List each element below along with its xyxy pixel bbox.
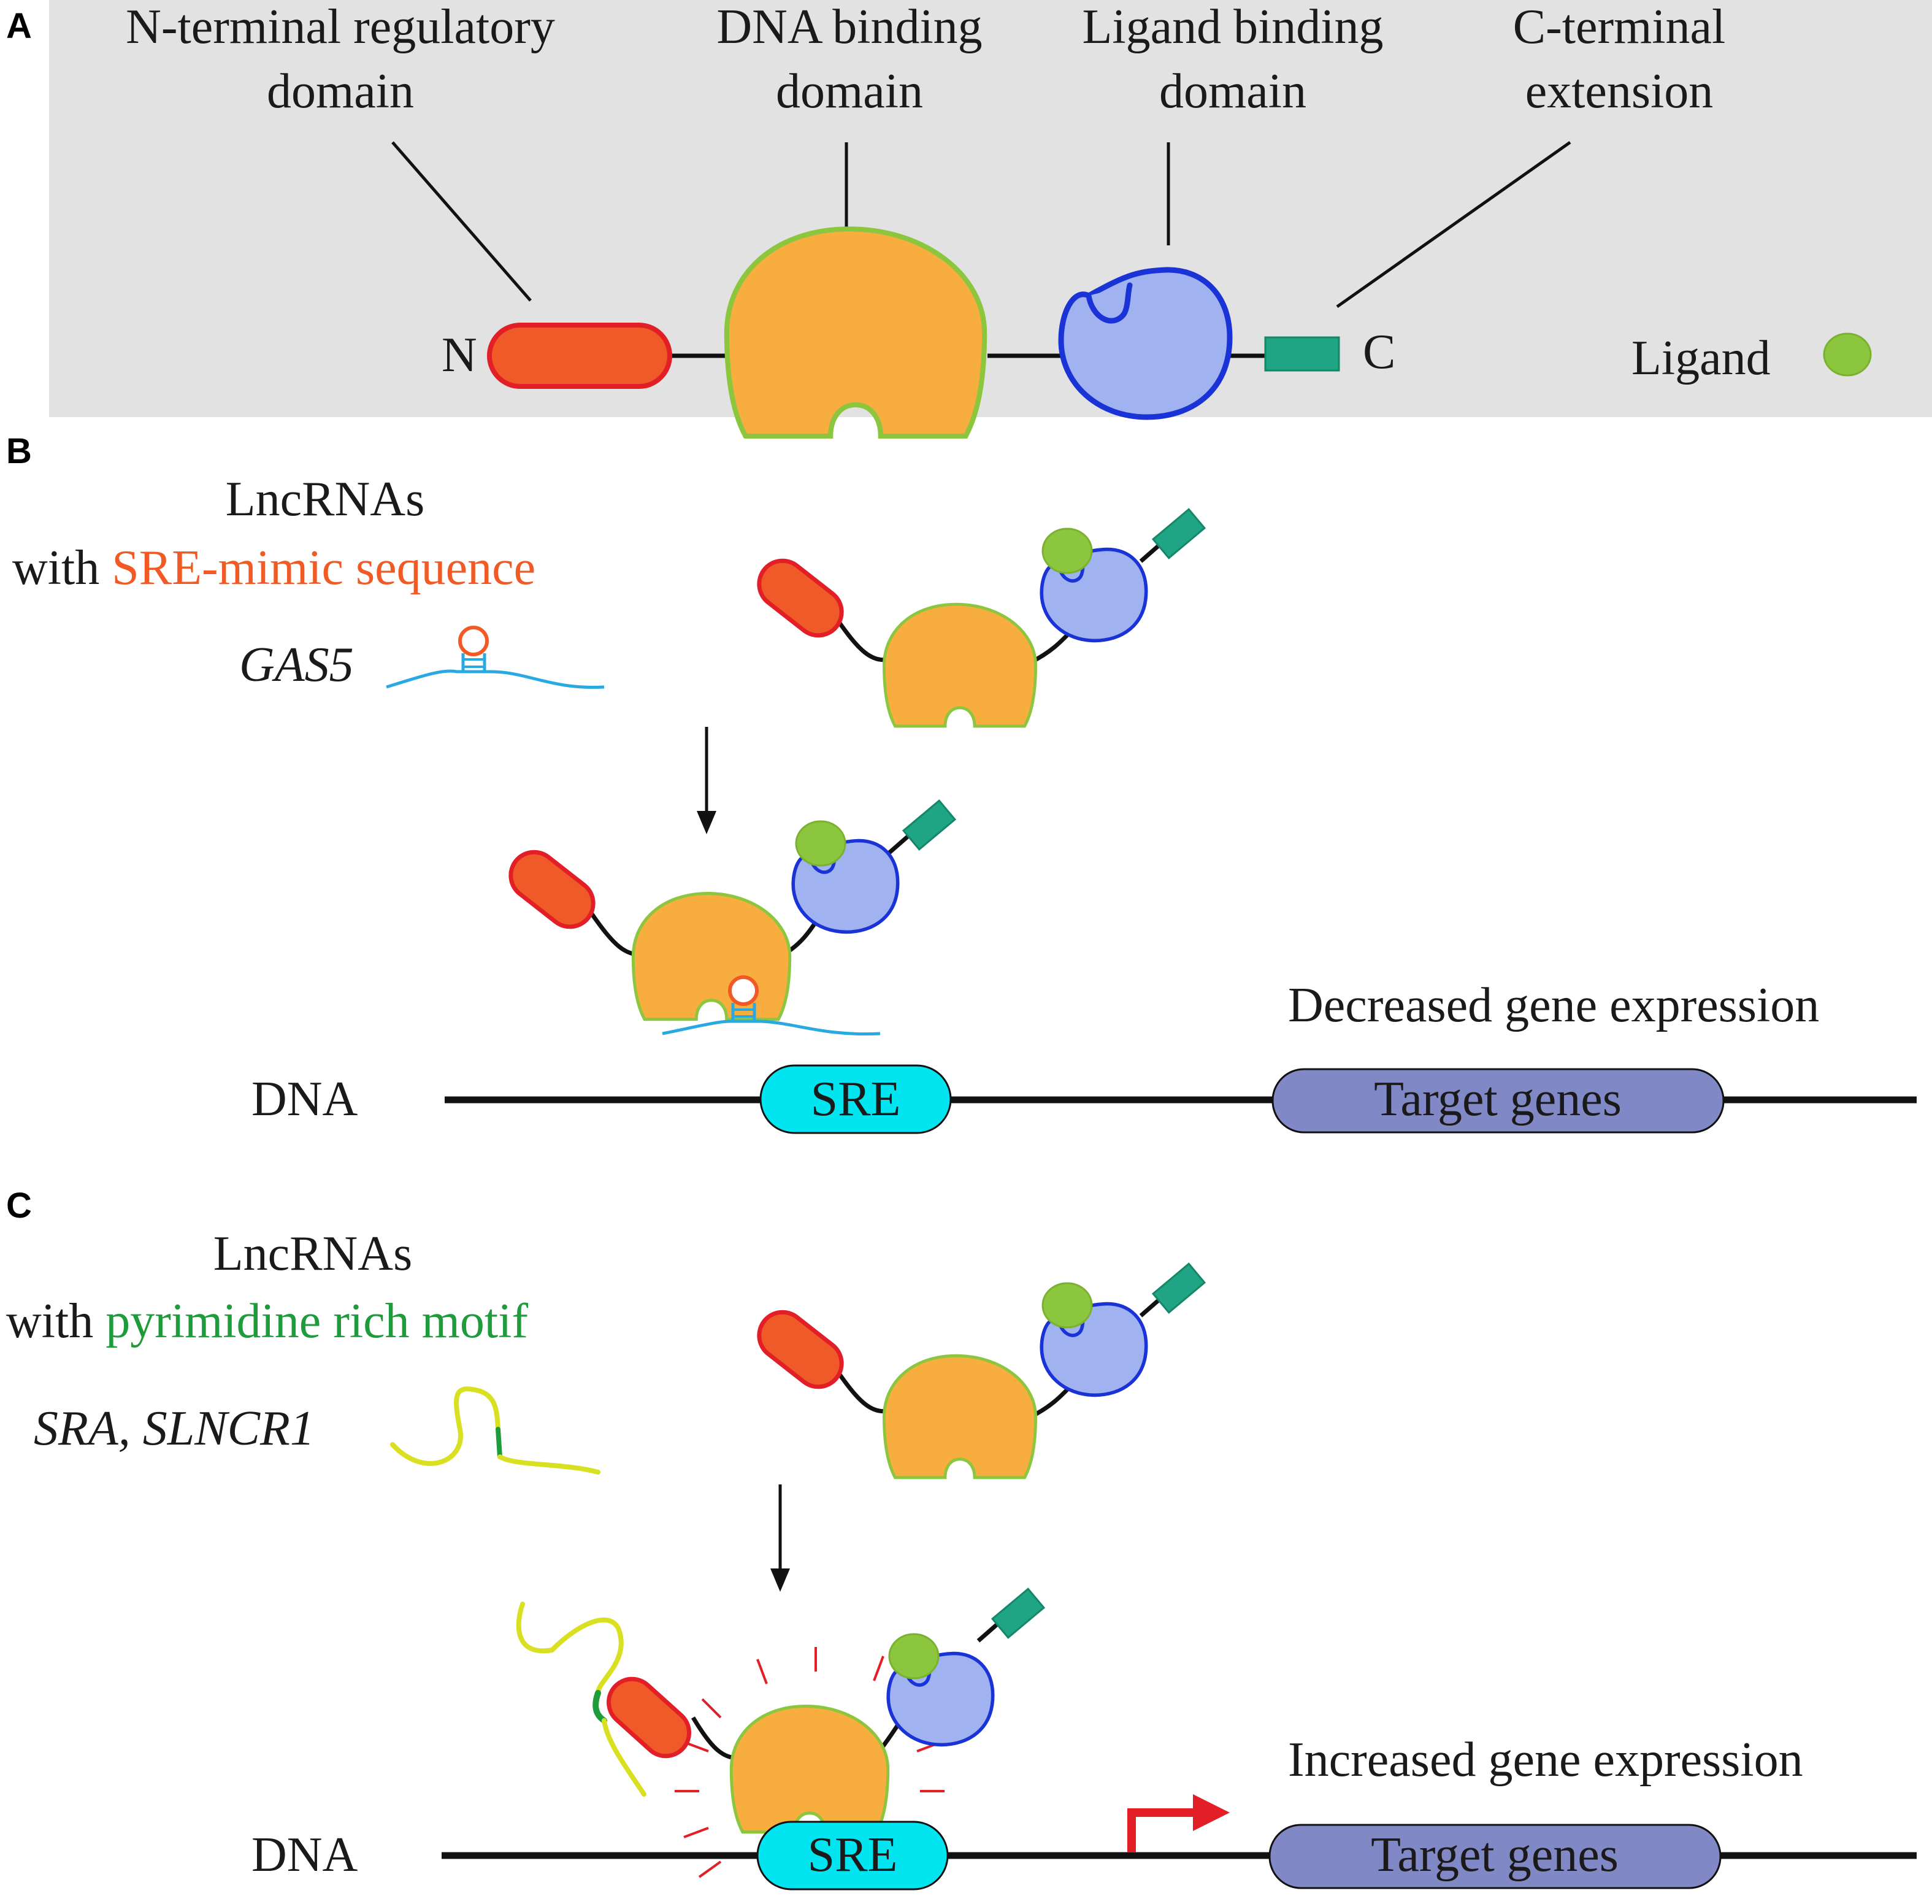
sre-label-c: SRE — [808, 1828, 898, 1882]
increased-expression-label: Increased gene expression — [1288, 1733, 1803, 1787]
panel-b-label: B — [6, 431, 32, 471]
panel-b-title-line2: with SRE-mimic sequence — [12, 541, 535, 595]
sre-mimic-sequence-text: SRE-mimic sequence — [112, 541, 535, 595]
sra-slncr1-gene-label: SRA, SLNCR1 — [34, 1402, 315, 1456]
target-genes-label-b: Target genes — [1374, 1072, 1622, 1126]
transcription-arrow-head — [1193, 1794, 1230, 1831]
cte-leader-line — [1336, 140, 1571, 309]
receptor-c-free — [757, 1262, 1206, 1478]
target-genes-box-b — [1271, 1068, 1725, 1134]
transcription-start-arrow — [1127, 1808, 1199, 1852]
ntd-label-line2: domain — [267, 64, 414, 118]
pyrimidine-rich-motif-text: pyrimidine rich motif — [105, 1294, 528, 1348]
arrow-c — [770, 1484, 790, 1592]
panel-c-title-prefix: with — [6, 1294, 105, 1348]
cte-label-line1: C-terminal — [1513, 0, 1726, 54]
receptor-b-free — [757, 508, 1206, 726]
panel-b-title-prefix: with — [12, 541, 112, 595]
dbd-label-line1: DNA binding — [716, 0, 982, 54]
sre-box-b — [759, 1064, 952, 1134]
gas5-rna-icon — [386, 626, 605, 689]
n-terminus-label: N — [442, 328, 477, 382]
dbd-label-line2: domain — [776, 64, 923, 118]
ligand-legend-icon — [1823, 332, 1872, 377]
lbd-label-line2: domain — [1159, 64, 1306, 118]
c-terminal-extension — [1264, 336, 1340, 372]
arrow-b — [697, 727, 716, 834]
cte-label-line2: extension — [1525, 64, 1714, 118]
dna-label-c: DNA — [251, 1828, 358, 1882]
c-terminus-label: C — [1363, 325, 1395, 379]
panel-c-title-line1: LncRNAs — [213, 1227, 412, 1281]
ntd-leader-line — [391, 141, 532, 302]
lbd-label-line1: Ligand binding — [1082, 0, 1383, 54]
panel-b-title-line1: LncRNAs — [226, 472, 424, 526]
sre-label-b: SRE — [811, 1072, 901, 1126]
target-genes-label-c: Target genes — [1371, 1828, 1619, 1882]
ntd-domain — [487, 323, 672, 389]
ntd-label-line1: N-terminal regulatory — [126, 0, 555, 54]
gas5-gene-label: GAS5 — [239, 638, 354, 692]
dna-binding-domain — [727, 229, 984, 436]
panel-c-label: C — [6, 1186, 32, 1226]
panel-c-title-line2: with pyrimidine rich motif — [6, 1294, 528, 1348]
target-genes-box-c — [1268, 1824, 1722, 1889]
receptor-b-bound — [508, 799, 957, 1036]
panel-a-background — [49, 0, 1932, 417]
ligand-binding-domain — [1061, 270, 1230, 417]
dna-label-b: DNA — [251, 1072, 358, 1126]
sra-rna-icon — [390, 1386, 600, 1475]
ligand-legend-label: Ligand — [1631, 331, 1771, 385]
decreased-expression-label: Decreased gene expression — [1288, 978, 1819, 1032]
panel-a-label: A — [6, 6, 32, 46]
sre-box-c — [756, 1821, 949, 1891]
